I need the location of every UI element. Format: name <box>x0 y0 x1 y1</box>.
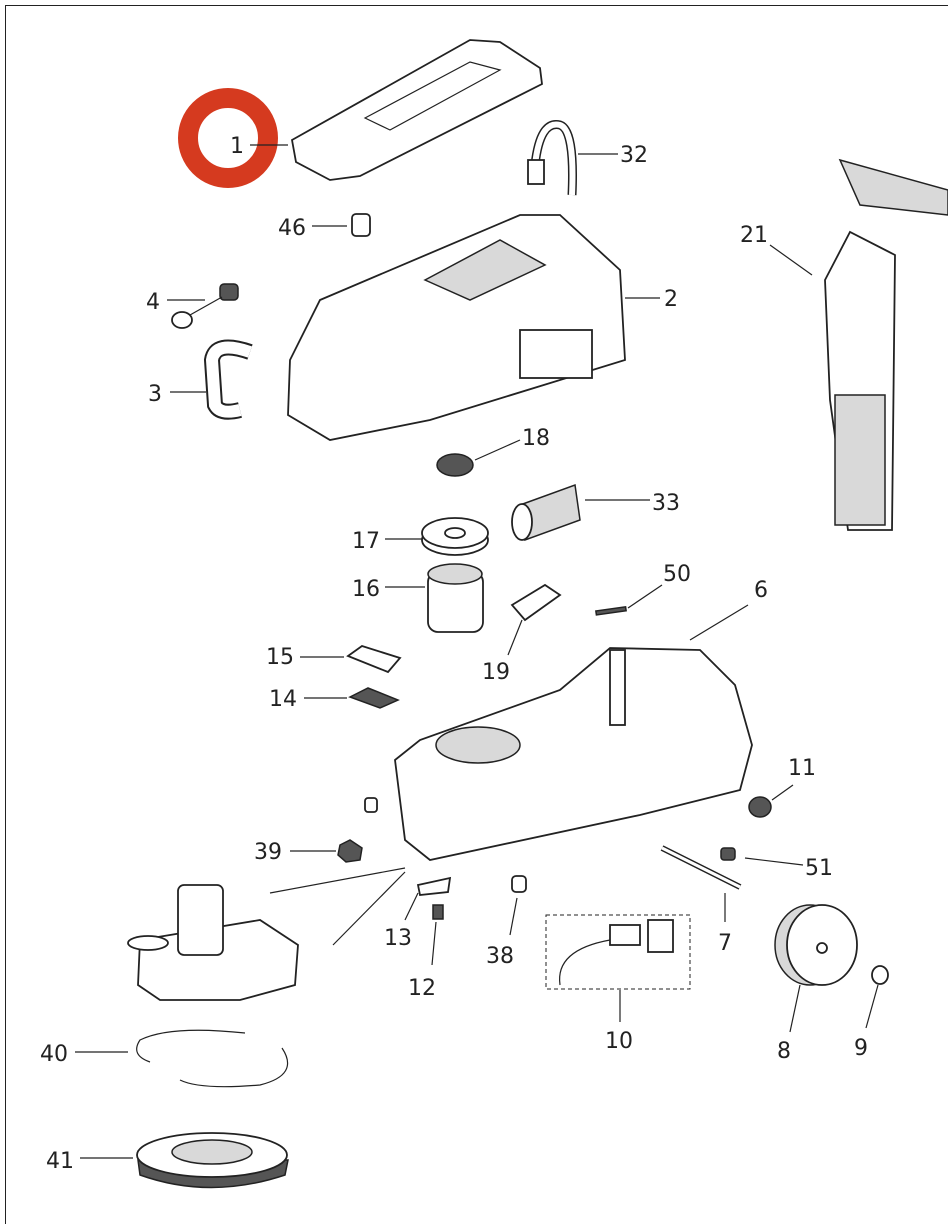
part-4-cap[interactable] <box>171 283 239 329</box>
label-9[interactable]: 9 <box>854 1036 868 1061</box>
label-50[interactable]: 50 <box>663 562 691 587</box>
label-4[interactable]: 4 <box>146 290 160 315</box>
label-13[interactable]: 13 <box>384 926 412 951</box>
part-41-brush[interactable] <box>136 1132 289 1189</box>
part-46-plug[interactable] <box>351 213 371 237</box>
part-11-bushing[interactable] <box>748 796 772 818</box>
label-6[interactable]: 6 <box>754 578 768 603</box>
label-11[interactable]: 11 <box>788 756 816 781</box>
part-6-base[interactable] <box>394 647 753 861</box>
part-19-elbow[interactable] <box>510 583 562 622</box>
label-39[interactable]: 39 <box>254 840 282 865</box>
part-18-filter[interactable] <box>436 453 474 477</box>
brush-motor-assembly <box>127 884 299 1001</box>
label-2[interactable]: 2 <box>664 287 678 312</box>
part-15-cover[interactable] <box>346 645 402 674</box>
part-39-knob[interactable] <box>337 839 363 863</box>
part-38-spacer[interactable] <box>511 875 527 893</box>
label-18[interactable]: 18 <box>522 426 550 451</box>
part-50-pin[interactable] <box>595 605 627 616</box>
label-8[interactable]: 8 <box>777 1039 791 1064</box>
part-9-hubcap[interactable] <box>871 965 889 985</box>
label-10[interactable]: 10 <box>605 1029 633 1054</box>
label-33[interactable]: 33 <box>652 491 680 516</box>
part-21-handle[interactable] <box>824 158 948 531</box>
label-3[interactable]: 3 <box>148 382 162 407</box>
leader-lines <box>75 144 879 1159</box>
part-16-vacuum-motor[interactable] <box>427 563 484 633</box>
label-1[interactable]: 1 <box>230 134 244 159</box>
label-40[interactable]: 40 <box>40 1042 68 1067</box>
part-8-wheel[interactable] <box>774 904 858 986</box>
label-16[interactable]: 16 <box>352 577 380 602</box>
diagram-frame <box>5 5 948 1224</box>
part-14-grill[interactable] <box>348 687 400 709</box>
label-32[interactable]: 32 <box>620 143 648 168</box>
label-38[interactable]: 38 <box>486 944 514 969</box>
part-screw <box>364 797 378 813</box>
label-14[interactable]: 14 <box>269 687 297 712</box>
label-41[interactable]: 41 <box>46 1149 74 1174</box>
part-13-bracket[interactable] <box>416 876 452 896</box>
part-51-cap[interactable] <box>720 847 736 861</box>
label-12[interactable]: 12 <box>408 976 436 1001</box>
part-17-gasket[interactable] <box>421 517 489 556</box>
label-7[interactable]: 7 <box>718 931 732 956</box>
label-46[interactable]: 46 <box>278 216 306 241</box>
part-1-lid[interactable] <box>290 39 543 181</box>
part-2-cover[interactable] <box>287 214 626 441</box>
part-33-filter-cartridge[interactable] <box>511 483 581 542</box>
part-10-valve-assembly[interactable] <box>545 914 691 990</box>
part-12-connector[interactable] <box>432 904 444 920</box>
label-19[interactable]: 19 <box>482 660 510 685</box>
highlight-ring <box>178 88 278 188</box>
label-21[interactable]: 21 <box>740 223 768 248</box>
label-17[interactable]: 17 <box>352 529 380 554</box>
label-15[interactable]: 15 <box>266 645 294 670</box>
part-32-hose[interactable] <box>527 120 577 196</box>
label-51[interactable]: 51 <box>805 856 833 881</box>
part-40-ring[interactable] <box>136 1029 288 1088</box>
